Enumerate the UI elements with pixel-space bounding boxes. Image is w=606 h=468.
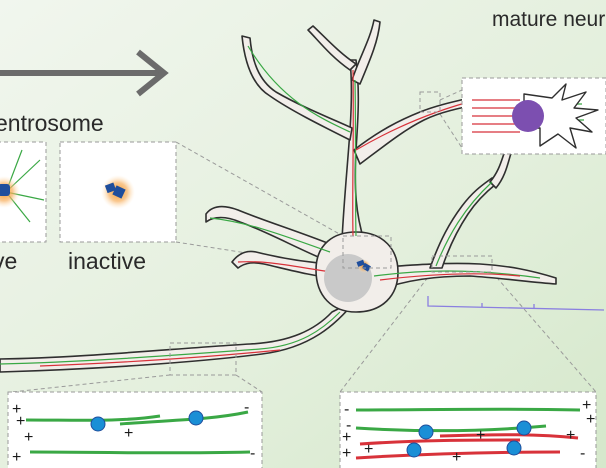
mature-neuron-label: mature neuron xyxy=(492,8,606,31)
plus-sign: + xyxy=(452,449,461,466)
active-centrosome-panel xyxy=(0,141,47,243)
plus-sign: + xyxy=(24,429,33,446)
active-label: ve xyxy=(0,248,18,274)
motor-protein xyxy=(188,410,204,426)
plus-sign: + xyxy=(16,413,25,430)
growth-cone-panel xyxy=(461,77,606,155)
plus-sign: + xyxy=(342,429,351,446)
centrosome-icon xyxy=(356,259,371,273)
motor-protein xyxy=(406,442,422,458)
growth-cone-nucleus xyxy=(512,100,544,132)
dendrite-top xyxy=(351,19,381,85)
annotation-bracket xyxy=(427,296,605,311)
minus-sign: - xyxy=(344,401,349,418)
plus-sign: + xyxy=(476,427,485,444)
axon-microtubule-panel xyxy=(7,391,263,468)
plus-sign: + xyxy=(582,397,591,414)
plus-sign: + xyxy=(12,401,21,418)
minus-sign: - xyxy=(346,417,351,434)
centrosome-label: entrosome xyxy=(0,110,104,136)
plus-sign: + xyxy=(364,441,373,458)
selection-boxes xyxy=(169,91,493,376)
dendrite-left xyxy=(205,205,331,263)
right-arrow-icon xyxy=(0,49,169,97)
motor-protein xyxy=(418,424,434,440)
minus-sign: - xyxy=(244,399,249,416)
polarity-signs: + + + + + - - - + + - + + + + + + - xyxy=(12,397,595,466)
plus-sign: + xyxy=(566,427,575,444)
motor-protein xyxy=(506,440,522,456)
minus-sign: - xyxy=(580,445,585,462)
growth-cone-icon xyxy=(523,83,599,149)
motor-protein xyxy=(90,416,106,432)
dendrite-microtubule-panel xyxy=(339,391,597,468)
minus-sign: - xyxy=(250,445,255,462)
neuron-microtubules xyxy=(0,45,541,367)
plus-sign: + xyxy=(124,425,133,442)
plus-sign: + xyxy=(342,445,351,462)
plus-sign: + xyxy=(12,449,21,466)
plus-sign: + xyxy=(586,411,595,428)
inactive-label: inactive xyxy=(68,248,146,274)
dendrite-top-left xyxy=(307,25,357,71)
dendrite-upper-left xyxy=(241,35,353,141)
active-centrosome-icon xyxy=(0,184,10,196)
motor-protein xyxy=(516,420,532,436)
inactive-centrosome-panel xyxy=(59,141,177,243)
